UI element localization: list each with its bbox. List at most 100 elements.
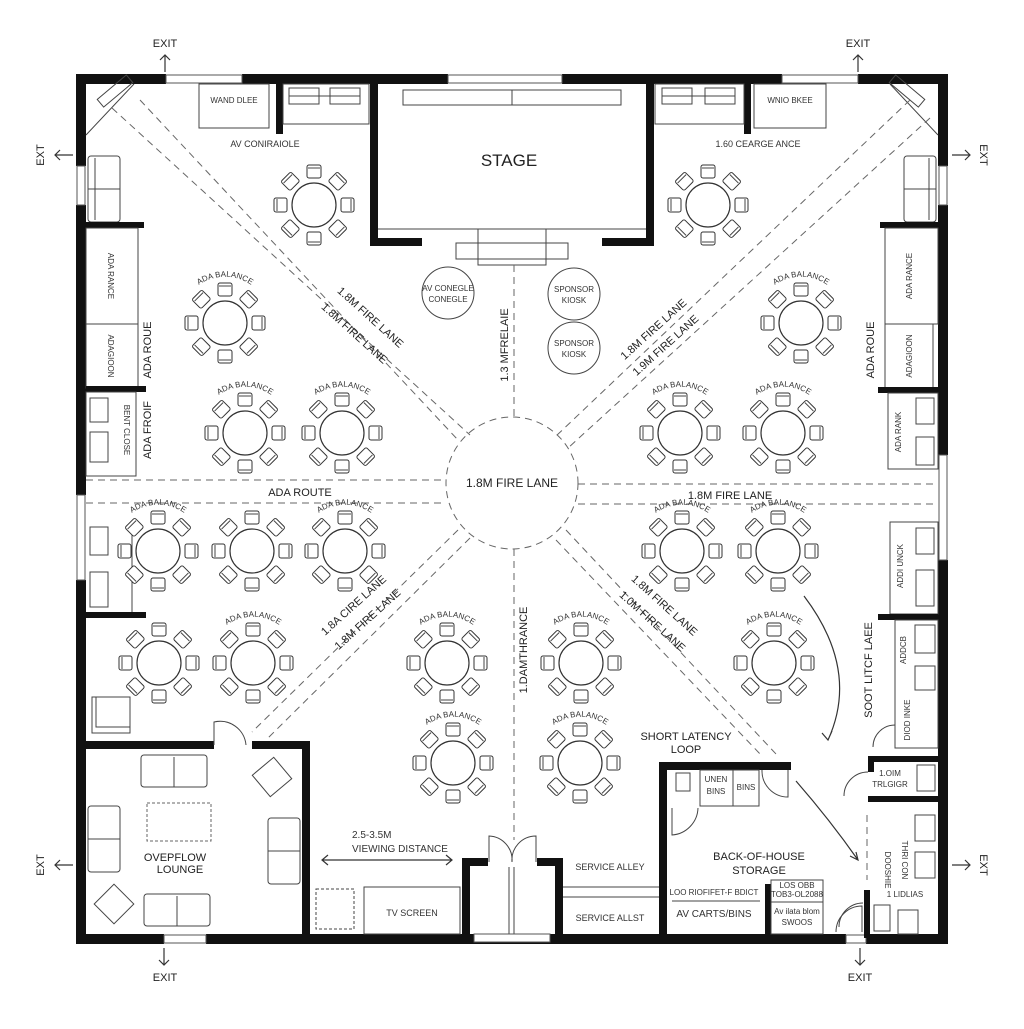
chair-icon xyxy=(745,518,764,537)
chair-icon xyxy=(312,518,331,537)
svg-text:LOS OBB: LOS OBB xyxy=(779,881,814,890)
overflow-lounge-label-2: LOUNGE xyxy=(157,864,203,876)
svg-text:BINS: BINS xyxy=(737,783,756,792)
table-top xyxy=(230,640,276,686)
chair-icon xyxy=(766,689,782,704)
table-top xyxy=(760,410,806,456)
chair-icon xyxy=(125,518,144,537)
overflow-lounge-label: OVEPFLOW xyxy=(144,852,207,864)
bottom-center: 2.5-3.5M VIEWING DISTANCE TV SCREEN SERV… xyxy=(315,830,660,943)
arrow-up-icon xyxy=(852,54,864,72)
arrow-up-icon xyxy=(159,54,171,72)
short-latency-loop: SHORT LATENCY LOOP xyxy=(640,595,859,862)
chair-icon xyxy=(548,630,567,649)
sofa-icon xyxy=(903,155,937,223)
exit-left-lower: EXT xyxy=(35,854,73,876)
chair-icon xyxy=(237,459,253,474)
chair-icon xyxy=(792,518,811,537)
chair-icon xyxy=(266,518,285,537)
chair-icon xyxy=(741,677,760,696)
chair-icon xyxy=(371,543,386,559)
chair-icon xyxy=(184,315,199,331)
chair-icon xyxy=(301,425,316,441)
arrow-down-icon xyxy=(158,948,170,966)
chair-icon xyxy=(461,630,480,649)
chair-icon xyxy=(212,655,227,671)
svg-text:BENT CLOSE: BENT CLOSE xyxy=(122,405,131,456)
round-table: ADA BALANCE xyxy=(737,498,819,592)
chair-icon xyxy=(172,565,191,584)
chair-icon xyxy=(547,730,566,749)
chair-icon xyxy=(675,172,694,191)
chair-icon xyxy=(768,337,787,356)
chair-icon xyxy=(150,577,166,592)
round-table: ADA BALANCE xyxy=(304,498,386,592)
round-table: ADA BALANCE xyxy=(204,380,286,474)
center-fire-lane-label: 1.8M FIRE LANE xyxy=(466,476,558,490)
chair-icon xyxy=(827,315,842,331)
chair-icon xyxy=(420,730,439,749)
chair-icon xyxy=(259,447,278,466)
armchair-icon xyxy=(251,756,293,798)
chair-icon xyxy=(742,425,757,441)
rack-icon xyxy=(89,397,109,463)
door-swing xyxy=(213,720,247,746)
chair-icon xyxy=(220,677,239,696)
chair-icon xyxy=(125,565,144,584)
round-table: ADA BALANCE xyxy=(639,380,721,474)
chair-icon xyxy=(800,655,815,671)
exit-bottom-left: EXIT xyxy=(153,948,178,984)
sort-latency-lane-label: SOOT LITCF LAEE xyxy=(863,622,875,718)
chair-icon xyxy=(204,425,219,441)
sponsor-kiosk-1: SPONSOR KIOSK xyxy=(547,267,601,321)
chair-icon xyxy=(479,755,494,771)
chair-icon xyxy=(548,677,567,696)
round-table xyxy=(273,164,355,246)
chair-icon xyxy=(439,622,455,637)
ada-route-label: ADA ROUTE xyxy=(268,487,332,499)
chair-icon xyxy=(220,630,239,649)
chair-icon xyxy=(212,400,231,419)
table-top xyxy=(135,528,181,574)
chair-icon xyxy=(809,425,824,441)
chair-icon xyxy=(211,543,226,559)
chair-icon xyxy=(267,630,286,649)
chair-icon xyxy=(647,400,666,419)
exit-label: EXIT xyxy=(153,38,178,50)
chair-icon xyxy=(775,459,791,474)
rack-icon xyxy=(661,87,736,105)
restroom-small: 1.OIM TRLGIGR xyxy=(843,756,938,802)
chair-icon xyxy=(815,337,834,356)
svg-text:ADDCB: ADDCB xyxy=(899,636,908,664)
chair-icon xyxy=(797,447,816,466)
chair-icon xyxy=(271,425,286,441)
restroom-label: 1 LIDLIAS xyxy=(887,890,923,899)
chair-icon xyxy=(639,425,654,441)
chair-icon xyxy=(244,510,260,525)
chair-icon xyxy=(708,543,723,559)
chair-icon xyxy=(745,565,764,584)
chair-icon xyxy=(788,630,807,649)
chair-icon xyxy=(244,577,260,592)
top-left-zone: WAND DLEE AV CONIRAIOLE xyxy=(85,74,370,228)
sponsor-kiosk-2: SPONSOR KIOSK xyxy=(547,321,601,375)
restroom-lower: DOOSHIE THRI CON 1 LIDLIAS xyxy=(838,814,936,938)
chair-icon xyxy=(334,459,350,474)
chair-icon xyxy=(217,282,233,297)
exit-label: EXIT xyxy=(848,972,873,984)
svg-text:1.OIM: 1.OIM xyxy=(879,769,901,778)
svg-text:ADAGIOON: ADAGIOON xyxy=(106,334,115,377)
chair-icon xyxy=(750,447,769,466)
chair-icon xyxy=(788,677,807,696)
round-table: ADA BALANCE xyxy=(212,610,294,704)
table-top xyxy=(222,410,268,456)
exit-right-lower: EXT xyxy=(952,854,989,876)
arrow-right-icon xyxy=(952,149,971,161)
exit-top-left: EXIT xyxy=(153,38,178,72)
wand-label-left: WAND DLEE xyxy=(210,96,257,105)
rack-icon xyxy=(288,87,361,105)
chair-icon xyxy=(266,565,285,584)
chair-icon xyxy=(672,459,688,474)
chair-icon xyxy=(696,565,715,584)
